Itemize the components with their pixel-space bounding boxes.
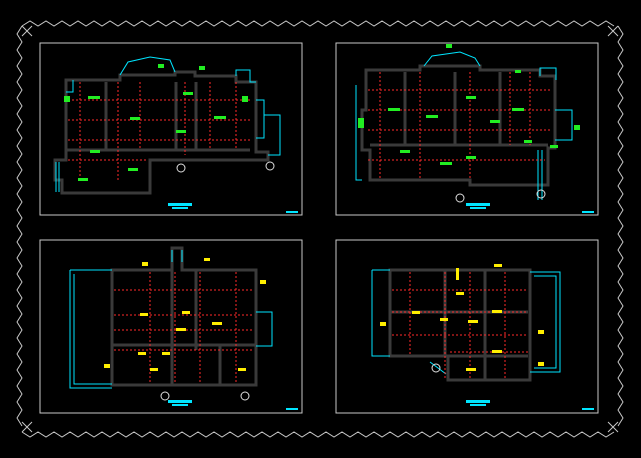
room-tags <box>358 44 580 165</box>
border-zigzag <box>16 25 23 427</box>
corner-mark <box>607 421 619 433</box>
decorative-border <box>16 20 624 438</box>
window-lines <box>55 56 281 192</box>
sheet-frame <box>335 239 599 414</box>
north-arrows <box>176 161 275 173</box>
border-zigzag <box>21 431 615 438</box>
north-arrows <box>160 391 250 401</box>
axis-lines <box>368 72 550 178</box>
walls <box>360 64 557 187</box>
axis-lines <box>114 272 254 383</box>
window-lines <box>371 269 561 375</box>
corner-mark <box>21 421 33 433</box>
plan-bottom-right[interactable] <box>335 239 599 414</box>
room-tags <box>104 258 266 371</box>
axis-lines <box>68 82 250 180</box>
north-arrows <box>455 189 546 203</box>
sheet-title-bar <box>168 400 298 410</box>
plan-bottom-left[interactable] <box>39 239 303 414</box>
walls <box>388 268 532 382</box>
sheet-title-bar <box>466 400 594 410</box>
walls <box>53 70 270 195</box>
sheet-frame <box>335 42 599 216</box>
window-lines <box>355 51 573 200</box>
sheet-frame <box>39 42 303 216</box>
north-arrows <box>431 363 441 373</box>
corner-mark <box>21 25 33 37</box>
walls <box>110 246 258 387</box>
window-lines <box>69 250 273 389</box>
room-tags <box>380 264 544 371</box>
sheet-frame <box>39 239 303 414</box>
sheet-title-bar <box>466 203 594 213</box>
plan-top-left[interactable] <box>39 42 303 216</box>
axis-lines <box>392 272 528 378</box>
border-zigzag <box>21 20 615 27</box>
room-tags <box>64 64 248 181</box>
border-zigzag <box>617 25 624 427</box>
corner-markers <box>21 25 619 433</box>
corner-mark <box>607 25 619 37</box>
sheet-title-bar <box>168 203 298 213</box>
plan-top-right[interactable] <box>335 42 599 216</box>
